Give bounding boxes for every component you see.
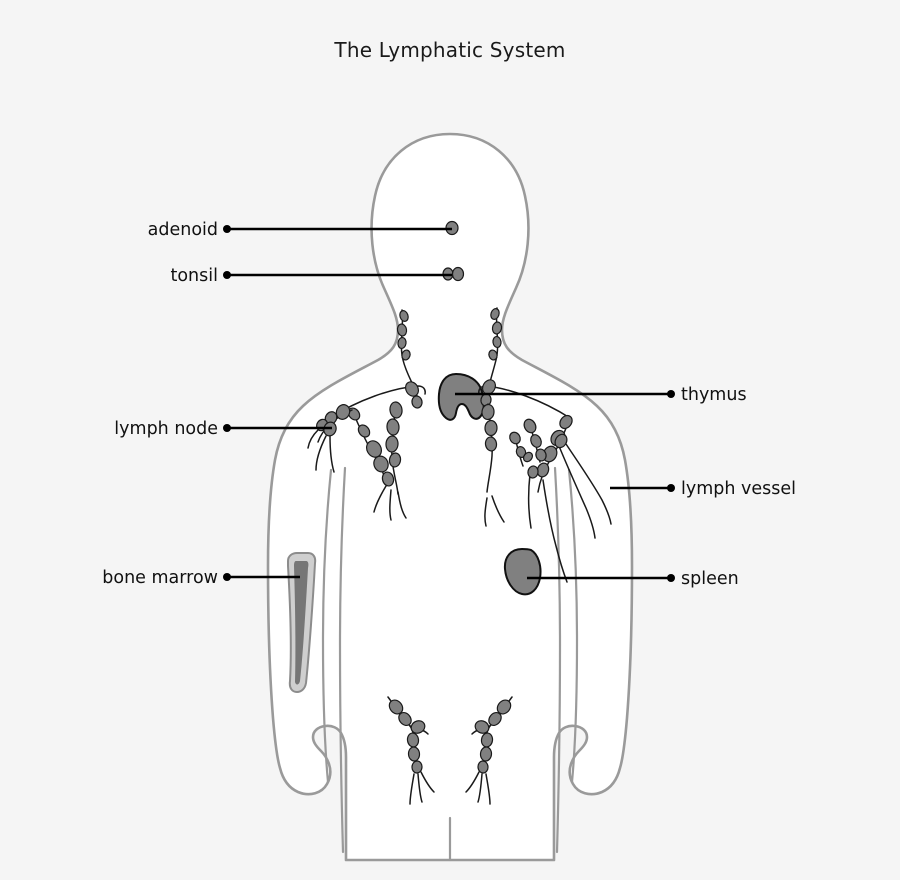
lymph-node-label: lymph node [114,419,218,439]
right-inguinal-capillary [477,773,483,803]
page-title: The Lymphatic System [334,38,566,62]
lymph-node [484,436,498,452]
left-inguinal-capillary [420,771,435,793]
lymph-node [481,403,495,421]
tonsil-node [451,266,465,282]
callout-thymus[interactable]: thymus [455,385,747,405]
lymph-node-leader-dot [223,424,231,432]
bone-marrow-label: bone marrow [102,568,218,588]
right-terminal-capillary [484,497,488,527]
callout-lymph-node[interactable]: lymph node [114,419,332,439]
bone-marrow-cavity [294,561,309,685]
callout-bone-marrow[interactable]: bone marrow [102,568,300,588]
body-outline-path [266,132,634,862]
lymph-node [401,349,411,361]
left-terminal-capillary [373,485,387,513]
lymph-node [477,760,489,774]
lymph-node [491,321,503,335]
thymus-leader-dot [667,390,675,398]
callout-spleen[interactable]: spleen [527,569,739,589]
spleen-organ[interactable] [503,548,542,596]
lymph-node [381,471,395,487]
organ-group [287,373,542,693]
callout-tonsil[interactable]: tonsil [170,266,452,286]
left-terminal-capillary [307,429,319,449]
lymph-node [488,711,502,727]
lymph-node [522,451,534,463]
thymus-label: thymus [681,385,747,405]
lymph-node [385,435,399,453]
inguinal-lymphatic-network [387,696,513,805]
lymph-node [407,746,421,762]
right-terminal-capillary [527,473,532,529]
bone-marrow-leader-dot [223,573,231,581]
right-terminal-capillary [542,479,568,583]
tonsil-leader-dot [223,271,231,279]
left-inguinal-capillary [417,773,423,803]
right-arm-inner-contour [567,468,579,784]
lymph-node [509,431,521,445]
lymph-node [411,760,423,774]
lymph-node [404,381,420,397]
left-terminal-capillary [397,491,407,519]
adenoid-label: adenoid [148,220,218,240]
lymph-node [474,720,490,734]
spleen-label: spleen [681,569,739,589]
right-lymphatic-network [478,307,612,583]
lymph-node [492,335,502,349]
lymph-node [527,465,539,479]
left-torso-contour [338,466,347,854]
lymph-node [396,323,408,337]
lymph-node [530,434,542,448]
left-terminal-capillary [389,489,392,521]
callout-lymph-vessel[interactable]: lymph vessel [610,479,796,499]
right-torso-contour [553,466,562,854]
lymph-node [335,404,351,420]
left-terminal-capillary [329,435,335,473]
lymph-node [399,310,409,322]
lymph-vessel-leader-dot [667,484,675,492]
left-clavicular-vessel [329,385,426,419]
lymph-node [386,418,400,436]
right-axillary-vessel [486,403,493,493]
tonsil-label: tonsil [170,266,218,286]
lymph-node [388,452,402,468]
right-inguinal-capillary [485,773,491,805]
left-terminal-capillary [315,435,327,471]
lymph-vessel-label: lymph vessel [681,479,796,499]
right-terminal-capillary [558,445,596,539]
lymph-node [535,448,547,462]
lymph-node [410,720,426,734]
left-arm-inner-contour [321,468,333,784]
lymph-node [357,424,371,438]
lymph-node [515,446,527,458]
lymph-node [411,395,423,409]
tonsil-node-group[interactable] [442,266,465,282]
lymph-node [523,418,537,434]
lymph-node [373,455,389,473]
lymph-node [490,308,500,320]
lymph-node [554,433,568,449]
right-inguinal-capillary [465,771,480,793]
adenoid-leader-dot [223,225,231,233]
lymph-node [398,711,412,727]
lymph-node [397,336,407,350]
left-inguinal-capillary [409,773,415,805]
right-terminal-capillary [491,495,505,523]
lymph-node [559,414,573,430]
body-silhouette [266,132,634,862]
bone-marrow-organ[interactable] [287,552,317,693]
lymph-node [484,419,498,437]
lymph-vessel-labeled[interactable] [565,443,612,525]
callout-group: adenoid tonsil lymph node bone marrow [102,220,796,589]
lymph-node [479,746,493,762]
callout-adenoid[interactable]: adenoid [148,220,452,240]
spleen-leader-dot [667,574,675,582]
lymph-node [389,401,403,419]
lymph-node [488,349,498,361]
